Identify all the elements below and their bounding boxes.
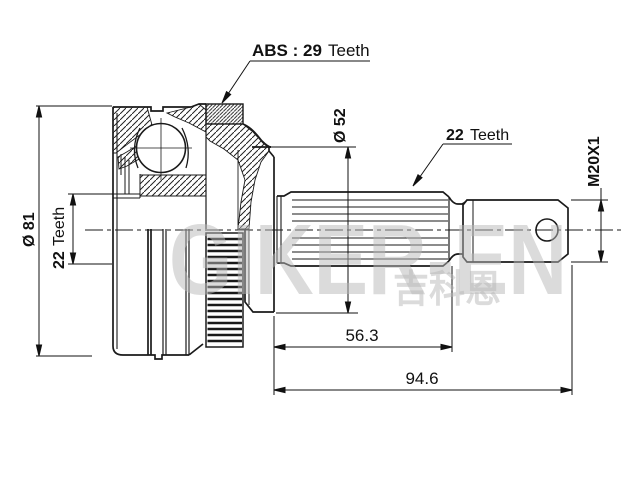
arrow-left-icon — [273, 386, 286, 394]
hub-spline-label-number: 22 — [51, 251, 68, 269]
abs-teeth-label-word: Teeth — [328, 41, 370, 60]
hub-spline-label-word: Teeth — [51, 207, 68, 246]
watermark-brand-cn: 吉科恩 — [393, 269, 501, 311]
dim-ring-diameter — [270, 146, 358, 314]
arrow-right-icon — [440, 343, 453, 351]
dim-outer-diameter — [35, 105, 112, 357]
dim-spline-length — [273, 266, 453, 395]
arrow-leader-icon — [221, 90, 232, 104]
spline-length-label: 56.3 — [345, 326, 378, 345]
dim-total-length — [273, 265, 573, 395]
arrow-up-icon — [344, 146, 352, 159]
diameter-52-label: Ø 52 — [332, 108, 349, 143]
cv-joint-part — [85, 103, 622, 360]
watermark: GIKER-EN 吉科恩 — [169, 204, 567, 316]
ball-crosshair — [130, 118, 192, 180]
abs-teeth-label-number: ABS : 29 — [252, 41, 322, 60]
inner-race-section — [139, 174, 207, 197]
thread-label: M20X1 — [586, 136, 603, 187]
watermark-brand: GIKER-EN — [169, 204, 567, 316]
shaft-spline-label-word: Teeth — [470, 127, 509, 144]
arrow-up-icon — [35, 105, 43, 118]
arrow-up-icon — [69, 193, 77, 206]
total-length-label: 94.6 — [405, 369, 438, 388]
bell-housing-exterior — [112, 229, 204, 360]
label-shaft-spline-leader — [412, 143, 512, 187]
arrow-right-icon — [560, 386, 573, 394]
arrow-down-icon — [35, 344, 43, 357]
arrow-left-icon — [273, 343, 286, 351]
ball-bearing — [130, 118, 192, 180]
abs-tone-ring-section — [205, 103, 244, 125]
label-abs-leader — [221, 60, 370, 104]
arrow-down-icon — [344, 301, 352, 314]
tone-ring-teeth — [205, 232, 244, 348]
spline-shaft — [277, 191, 450, 267]
spline-teeth-lines — [292, 199, 448, 260]
dimension-lines — [35, 60, 608, 395]
bell-housing-section — [112, 103, 275, 312]
shaft-spline-label-number: 22 — [446, 127, 464, 144]
arrow-down-icon — [597, 250, 605, 263]
diameter-81-label: Ø 81 — [21, 212, 38, 247]
arrow-down-icon — [69, 252, 77, 265]
arrow-up-icon — [597, 199, 605, 212]
dim-hub-spline — [68, 193, 113, 265]
arrow-leader-icon — [412, 174, 423, 187]
dim-thread — [571, 188, 608, 263]
